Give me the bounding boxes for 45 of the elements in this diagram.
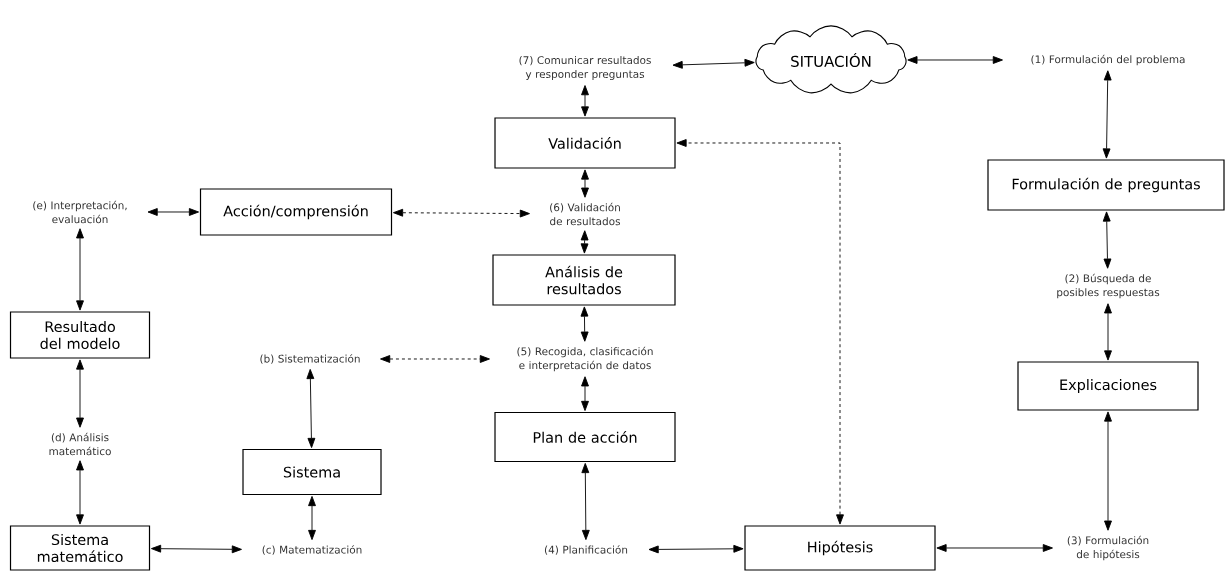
step-label: (3) Formulación de hipótesis	[1067, 535, 1149, 561]
arrow	[1102, 70, 1112, 159]
step-label: (6) Validación de resultados	[550, 202, 621, 226]
arrow	[580, 306, 589, 342]
process-box: Hipótesis	[744, 525, 936, 571]
process-box: Formulación de preguntas	[987, 159, 1225, 211]
arrow	[308, 495, 316, 541]
dashed-arrow	[380, 355, 490, 363]
step-label: (5) Recogida, clasificación e interpretación de datos	[517, 346, 653, 372]
step-label: (7) Comunicar resultados y responder preguntas	[519, 55, 651, 81]
process-box: Resultado del modelo	[9, 311, 151, 359]
arrow	[76, 460, 84, 525]
dashed-arrow	[393, 208, 530, 218]
process-box: Sistema	[242, 448, 382, 496]
arrow	[1104, 303, 1112, 361]
process-box: Acción/comprensión	[199, 188, 393, 236]
arrow	[1104, 411, 1112, 531]
step-label: (b) Sistematización	[260, 354, 360, 364]
process-box: Validación	[494, 117, 676, 169]
arrow	[581, 169, 589, 198]
step-label: (4) Planificación	[544, 545, 628, 555]
step-label: (1) Formulación del problema	[1031, 54, 1185, 66]
arrow	[76, 228, 84, 311]
arrow	[648, 544, 744, 554]
arrow	[76, 359, 84, 428]
step-label: (d) Análisis matemático	[49, 432, 111, 456]
process-box: Explicaciones	[1017, 361, 1199, 411]
process-box: Plan de acción	[494, 411, 676, 463]
arrow	[151, 544, 242, 554]
process-box: Análisis de resultados	[492, 254, 676, 306]
process-box: Sistema matemático	[9, 525, 151, 571]
step-label: (2) Búsqueda de posibles respuestas	[1057, 273, 1160, 299]
step-label: (c) Matematización	[262, 545, 362, 555]
arrow	[1102, 211, 1112, 269]
step-label: (e) Interpretación, evaluación	[33, 200, 127, 224]
arrow	[936, 544, 1053, 552]
arrow	[672, 58, 755, 69]
arrow	[581, 462, 590, 541]
arrow	[581, 376, 589, 412]
arrow	[581, 85, 589, 117]
arrow	[580, 230, 589, 254]
arrow	[306, 368, 316, 449]
arrow	[907, 56, 1003, 64]
arrow	[147, 208, 200, 216]
dashed-arrow	[676, 139, 844, 525]
